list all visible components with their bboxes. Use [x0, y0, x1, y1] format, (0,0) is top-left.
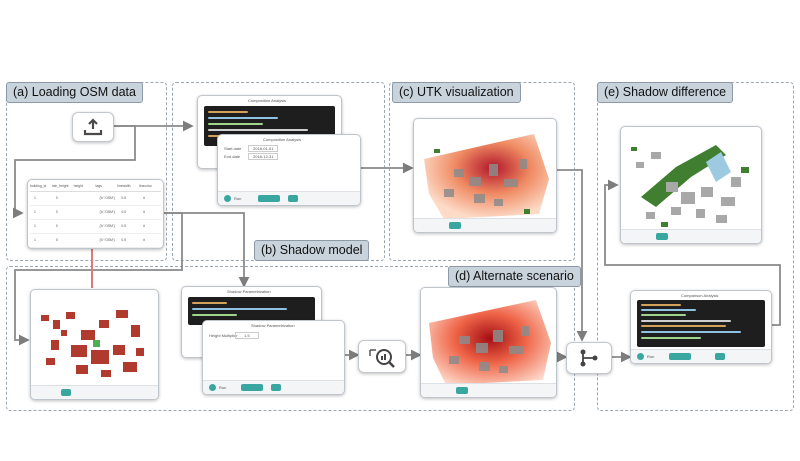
label-alternate-scenario: (d) Alternate scenario — [448, 266, 581, 287]
footprint-plot — [41, 310, 144, 377]
alternate-scenario-map[interactable] — [420, 287, 557, 398]
table-cell: 0.5 — [121, 210, 127, 214]
table-cell: 0 — [55, 238, 58, 242]
table-column-header[interactable]: min_height — [51, 184, 69, 188]
difference-run-label: Run — [647, 354, 655, 359]
table-cell: 0.5 — [121, 224, 127, 228]
composition-footer: Run — [218, 191, 360, 205]
footprint-view-button[interactable] — [61, 389, 71, 396]
run-button[interactable] — [224, 195, 231, 202]
label-shadow-difference: (e) Shadow difference — [597, 82, 734, 103]
composition-notebook-front[interactable]: Composition Analysis Start date 2018-01-… — [217, 134, 361, 206]
shadow-field-value[interactable]: 1.5 — [235, 332, 259, 339]
table-cell: {'k':'OSM'} — [99, 224, 115, 228]
shadow-heatmap — [424, 134, 549, 219]
difference-notebook[interactable]: Comparison Analysis Run — [630, 290, 772, 364]
utk-visualization-map[interactable] — [413, 118, 557, 233]
table-cell: 0 — [55, 196, 58, 200]
difference-footer: Run — [631, 349, 771, 363]
difference-map-footer — [621, 229, 761, 243]
table-cell: 1 — [34, 224, 36, 228]
upload-icon — [83, 118, 103, 136]
play-button[interactable] — [288, 195, 298, 202]
footprint-footer — [31, 385, 158, 399]
run-label: Run — [234, 196, 242, 201]
difference-add-widget-button[interactable] — [669, 353, 691, 360]
shadow-add-widget-button[interactable] — [241, 384, 263, 391]
utk-view-button[interactable] — [449, 222, 461, 229]
table-column-header[interactable]: building_id — [30, 184, 47, 188]
composition-title: Composition Analysis — [263, 137, 302, 142]
difference-run-button[interactable] — [637, 353, 644, 360]
table-cell: 0.5 — [121, 196, 127, 200]
utk-footer — [414, 218, 556, 232]
table-cell: 0 — [55, 210, 58, 214]
region-alternate-scenario — [6, 266, 575, 411]
difference-view-button[interactable] — [656, 233, 668, 240]
table-cell: {'k':'OSM'} — [99, 238, 115, 242]
table-row[interactable]: 1 0 {'k':'OSM'} 0.5 # — [30, 220, 161, 234]
zoom-chart-icon — [369, 348, 395, 368]
label-shadow-model: (b) Shadow model — [254, 240, 370, 261]
table-row[interactable]: 1 0 {'k':'OSM'} 0.5 # — [30, 206, 161, 220]
label-utk-visualization: (c) UTK visualization — [392, 82, 521, 103]
table-header: building_id min_height height tags linewidth… — [30, 182, 161, 192]
difference-title: Comparison Analysis — [681, 293, 719, 298]
composition-title-back: Composition Analysis — [248, 98, 287, 103]
composition-value-start[interactable]: 2018-01-01 — [248, 145, 279, 152]
osm-data-table[interactable]: building_id min_height height tags linewidth… — [27, 179, 164, 249]
table-cell: 1 — [34, 238, 36, 242]
composition-value-end[interactable]: 2018-12-31 — [248, 153, 279, 160]
shadow-notebook-front[interactable]: Shadow Parametrization Height Multiplier… — [202, 320, 345, 395]
alternate-heatmap — [429, 300, 551, 385]
table-column-header[interactable]: tags — [95, 184, 102, 188]
building-footprint-map[interactable] — [30, 289, 159, 400]
table-cell: # — [143, 196, 146, 200]
shadow-footer: Run — [203, 380, 344, 394]
table-column-header[interactable]: linecolor — [139, 184, 152, 188]
table-cell: 1 — [34, 210, 36, 214]
table-row[interactable]: 1 0 {'k':'OSM'} 0.5 # — [30, 192, 161, 206]
table-row[interactable]: 1 0 {'k':'OSM'} 0.5 # — [30, 234, 161, 248]
shadow-field-label: Height Multiplier — [209, 333, 238, 338]
table-cell: # — [143, 210, 146, 214]
difference-code-cell — [637, 300, 765, 347]
shadow-run-button[interactable] — [209, 384, 216, 391]
shadow-run-label: Run — [219, 385, 227, 390]
shadow-title: Shadow Parametrization — [251, 323, 295, 328]
shadow-play-button[interactable] — [271, 384, 281, 391]
table-cell: 0.5 — [121, 238, 127, 242]
shadow-title-back: Shadow Parametrization — [227, 289, 271, 294]
shadow-difference-map[interactable] — [620, 126, 762, 244]
table-cell: 0 — [55, 224, 58, 228]
label-loading-osm: (a) Loading OSM data — [6, 82, 143, 103]
difference-plot — [631, 145, 749, 227]
table-column-header[interactable]: linewidth — [117, 184, 131, 188]
table-cell: # — [143, 224, 146, 228]
table-cell: {'k':'OSM'} — [99, 210, 115, 214]
table-column-header[interactable]: height — [73, 184, 83, 188]
table-cell: 1 — [34, 196, 36, 200]
merge-icon — [580, 349, 598, 367]
table-cell: # — [143, 238, 146, 242]
alternate-view-button[interactable] — [456, 387, 468, 394]
composition-field-start: Start date — [224, 146, 242, 151]
difference-play-button[interactable] — [715, 353, 725, 360]
composition-field-end: End date — [224, 154, 241, 159]
add-widget-button[interactable] — [258, 195, 280, 202]
upload-button[interactable] — [72, 112, 114, 142]
table-cell: {'k':'OSM'} — [99, 196, 115, 200]
alternate-footer — [421, 383, 556, 397]
zoom-chart-button[interactable] — [358, 340, 406, 373]
merge-button[interactable] — [566, 342, 612, 374]
